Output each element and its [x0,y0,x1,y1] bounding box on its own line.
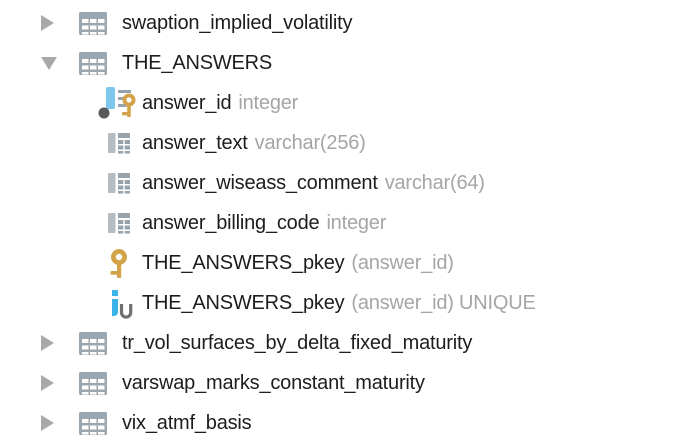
chevron-right-icon[interactable] [40,334,78,352]
row-label: THE_ANSWERS [122,51,273,74]
row-label: varswap_marks_constant_maturity [122,371,425,394]
row-icon-slot [78,51,122,76]
row-label: vix_atmf_basis [122,411,252,434]
row-label: answer_id [142,91,232,114]
tree-row-answer_billing_code[interactable]: answer_billing_code integer [0,203,698,243]
tree-row-tr_vol_surfaces_by_delta_fixed_maturity[interactable]: tr_vol_surfaces_by_delta_fixed_maturity [0,323,698,363]
tree-row-varswap_marks_constant_maturity[interactable]: varswap_marks_constant_maturity [0,363,698,403]
row-label: swaption_implied_volatility [122,11,353,34]
chevron-right-icon[interactable] [40,374,78,392]
tree-row-THE_ANSWERS_pkey[interactable]: THE_ANSWERS_pkey (answer_id) UNIQUE [0,283,698,323]
row-label: THE_ANSWERS_pkey [142,251,345,274]
primary-key-icon [110,248,127,278]
column-icon [108,133,130,154]
row-label: tr_vol_surfaces_by_delta_fixed_maturity [122,331,473,354]
row-icon-slot [96,248,142,279]
tree-row-answer_wiseass_comment[interactable]: answer_wiseass_comment varchar(64) [0,163,698,203]
row-icon-slot [96,130,142,156]
row-icon-slot [96,87,142,119]
tree-row-vix_atmf_basis[interactable]: vix_atmf_basis [0,403,698,443]
unique-index-icon [112,289,133,319]
row-detail: varchar(64) [384,171,485,194]
row-detail: (answer_id) UNIQUE [351,291,536,314]
row-detail: integer [326,211,387,234]
table-icon [79,11,107,35]
table-icon [79,51,107,75]
row-icon-slot [78,411,122,436]
tree-row-THE_ANSWERS_pkey[interactable]: THE_ANSWERS_pkey (answer_id) [0,243,698,283]
row-icon-slot [78,371,122,396]
tree-row-answer_text[interactable]: answer_text varchar(256) [0,123,698,163]
row-label: THE_ANSWERS_pkey [142,291,345,314]
row-icon-slot [78,331,122,356]
chevron-right-icon[interactable] [40,14,78,32]
row-icon-slot [96,170,142,196]
tree-row-answer_id[interactable]: answer_id integer [0,83,698,123]
table-icon [79,331,107,355]
row-icon-slot [96,287,142,320]
column-icon [108,213,130,234]
primary-key-column-icon [98,87,136,119]
tree-row-THE_ANSWERS[interactable]: THE_ANSWERS [0,43,698,83]
chevron-right-icon[interactable] [40,414,78,432]
column-icon [108,173,130,194]
tree-row-swaption_implied_volatility[interactable]: swaption_implied_volatility [0,3,698,43]
table-icon [79,411,107,435]
row-label: answer_wiseass_comment [142,171,378,194]
row-detail: (answer_id) [351,251,454,274]
row-detail: varchar(256) [254,131,366,154]
table-icon [79,371,107,395]
row-label: answer_text [142,131,248,154]
chevron-down-icon[interactable] [40,56,78,71]
row-detail: integer [238,91,299,114]
row-icon-slot [78,11,122,36]
row-label: answer_billing_code [142,211,320,234]
row-icon-slot [96,210,142,236]
